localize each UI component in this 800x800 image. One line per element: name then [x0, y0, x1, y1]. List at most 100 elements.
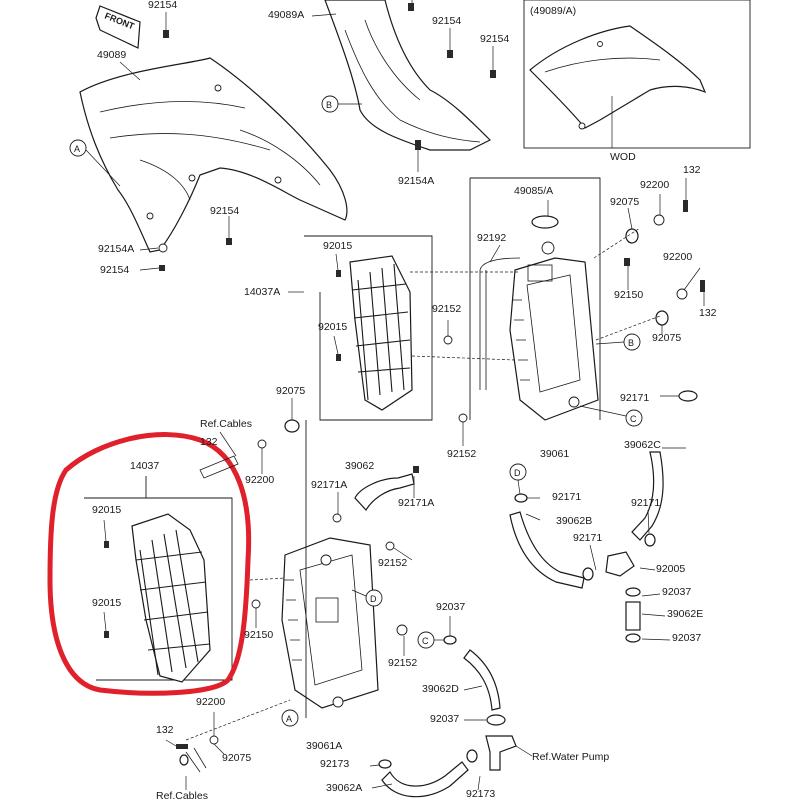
front-direction-marker: FRONT: [95, 5, 141, 49]
hose-39062c: [631, 447, 686, 541]
part-label-l57: 92173: [320, 758, 349, 770]
hose-39062d: [443, 616, 506, 726]
part-label-l32: 92200: [245, 474, 274, 486]
radiator-right: [509, 200, 599, 421]
radiator-upper-bolts: [443, 320, 468, 446]
inset-box-shroud-variant: [523, 0, 751, 149]
part-label-l43: 39062B: [556, 515, 592, 527]
part-label-l47: 92037: [662, 586, 691, 598]
callout-d-left: D: [351, 589, 383, 607]
radiator-grille-lower: [84, 476, 233, 683]
shroud-bolts: [119, 12, 232, 271]
callout-c-right: C: [579, 405, 643, 427]
part-label-l19: 92015: [318, 321, 347, 333]
part-label-l42: 92171: [552, 491, 581, 503]
part-label-l6: (49089/A): [530, 5, 576, 17]
part-label-l23: 132: [699, 307, 717, 319]
svg-text:B: B: [326, 100, 332, 110]
part-label-l1: 92154: [148, 0, 177, 11]
part-label-l46: 92005: [656, 563, 685, 575]
hose-39062e: [625, 587, 671, 643]
part-label-l61: Ref.Cables: [156, 790, 208, 800]
part-label-l10: 92154: [100, 264, 129, 276]
part-label-l49: 92037: [672, 632, 701, 644]
part-label-l36: 92150: [244, 629, 273, 641]
callout-a-lower: A: [281, 709, 299, 727]
part-label-l28: 39062C: [624, 439, 661, 451]
part-label-l45: 92171: [573, 532, 602, 544]
svg-text:D: D: [514, 468, 521, 478]
part-label-l52: 92037: [430, 713, 459, 725]
part-label-l3: 49089A: [268, 9, 304, 21]
svg-text:A: A: [286, 714, 292, 724]
radiator-right-assembly-box: [469, 177, 601, 420]
part-number-labels: 92154 49089 49089A 92154 92154 (49089/A) WOD 92…: [92, 0, 717, 800]
part-label-l35: 92015: [92, 597, 121, 609]
part-label-l15: 132: [683, 164, 701, 176]
part-label-l50: 92037: [436, 601, 465, 613]
part-label-l48: 39062E: [667, 608, 703, 620]
part-label-l56: 39061A: [306, 740, 342, 752]
part-label-l34: 92015: [92, 504, 121, 516]
joint-92005: [589, 509, 656, 577]
part-label-l8: 92154: [210, 205, 239, 217]
part-label-l54: 132: [156, 724, 174, 736]
part-label-l25: 92171: [620, 392, 649, 404]
svg-text:D: D: [370, 594, 377, 604]
part-label-l7: WOD: [610, 151, 636, 163]
callout-b-upper: B: [321, 95, 362, 113]
part-label-l27: 39061: [540, 448, 569, 460]
part-label-l60: 92173: [466, 788, 495, 800]
part-label-l44: 92171: [631, 497, 660, 509]
part-label-l38: 92171A: [311, 479, 347, 491]
part-label-l58: Ref.Water Pump: [532, 751, 609, 763]
part-label-l39: 92171A: [398, 497, 434, 509]
part-label-l40: 92152: [378, 557, 407, 569]
part-label-l59: 39062A: [326, 782, 362, 794]
svg-text:A: A: [74, 144, 80, 154]
part-label-l5: 92154: [480, 33, 509, 45]
part-label-l21: 92150: [614, 289, 643, 301]
hose-39062a: [369, 749, 478, 798]
part-label-l18: 14037A: [244, 286, 280, 298]
part-label-l53: 92200: [196, 696, 225, 708]
part-label-l37: 39062: [345, 460, 374, 472]
svg-text:B: B: [628, 338, 634, 348]
part-label-l20: 92152: [432, 303, 461, 315]
part-label-l12: 49085/A: [514, 185, 553, 197]
part-label-l22: 92200: [663, 251, 692, 263]
water-pump-joint: [477, 735, 533, 791]
part-label-l41: 92152: [388, 657, 417, 669]
bottom-left-hardware: [165, 712, 225, 790]
hose-39062b: [509, 493, 594, 589]
callout-b-right: B: [595, 333, 641, 351]
part-label-l29: 92075: [276, 385, 305, 397]
svg-text:C: C: [422, 636, 429, 646]
hose-39062: [332, 466, 419, 523]
part-label-l26: 92152: [447, 448, 476, 460]
callout-d-right: D: [509, 463, 527, 495]
part-label-l9: 92154A: [98, 243, 134, 255]
radiator-shroud-left: [79, 57, 348, 253]
part-label-l17: 92015: [323, 240, 352, 252]
callout-c-lower: C: [417, 631, 444, 649]
part-label-l24: 92075: [652, 332, 681, 344]
lower-assembly-box: [185, 398, 307, 741]
part-label-l16: 92192: [477, 232, 506, 244]
part-label-l55: 92075: [222, 752, 251, 764]
radiator-grille-upper: [288, 235, 520, 421]
part-label-l2: 49089: [97, 49, 126, 61]
overflow-pipe: [479, 244, 521, 390]
part-label-l30: Ref.Cables: [200, 418, 252, 430]
svg-text:C: C: [630, 414, 637, 424]
left-cable-hardware: [199, 431, 267, 628]
part-label-l31: 132: [200, 436, 218, 448]
part-label-l14: 92200: [640, 179, 669, 191]
part-label-l33: 14037: [130, 460, 159, 472]
radiator-cover-bracket: [311, 0, 496, 172]
part-label-l4: 92154: [432, 15, 461, 27]
part-label-l51: 39062D: [422, 683, 459, 695]
callout-a: A: [69, 139, 121, 187]
